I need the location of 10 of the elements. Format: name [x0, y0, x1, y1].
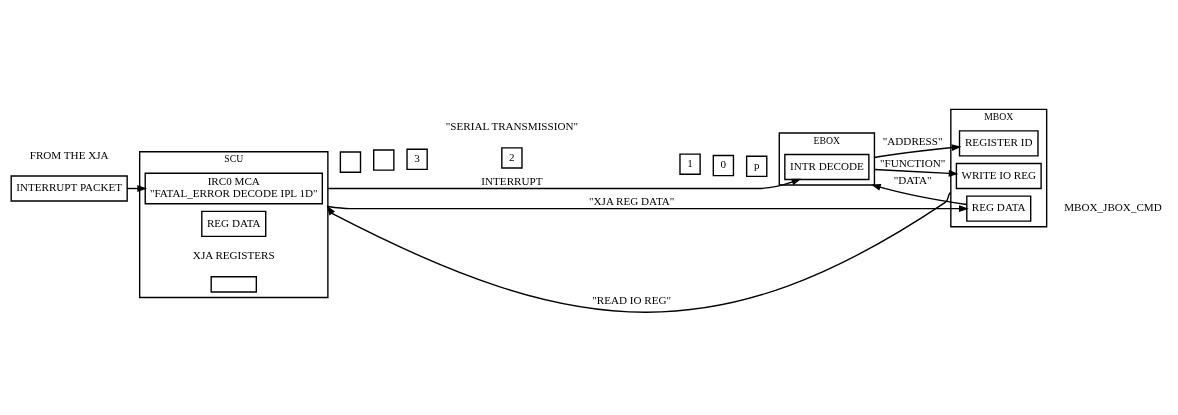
node-label: XJA REGISTERS — [192, 248, 275, 261]
edge-label: "XJA REG DATA" — [589, 194, 675, 207]
edge-label: "ADDRESS" — [882, 134, 943, 147]
edge-label: "DATA" — [893, 173, 932, 186]
edge-label: INTERRUPT — [481, 174, 543, 187]
label: MBOX_JBOX_CMD — [1064, 200, 1162, 213]
label: "SERIAL TRANSMISSION" — [445, 119, 579, 132]
edge-label: "READ IO REG" — [592, 293, 672, 306]
node-label: FROM THE XJA — [29, 148, 109, 160]
edge-label: "FUNCTION" — [880, 156, 946, 169]
